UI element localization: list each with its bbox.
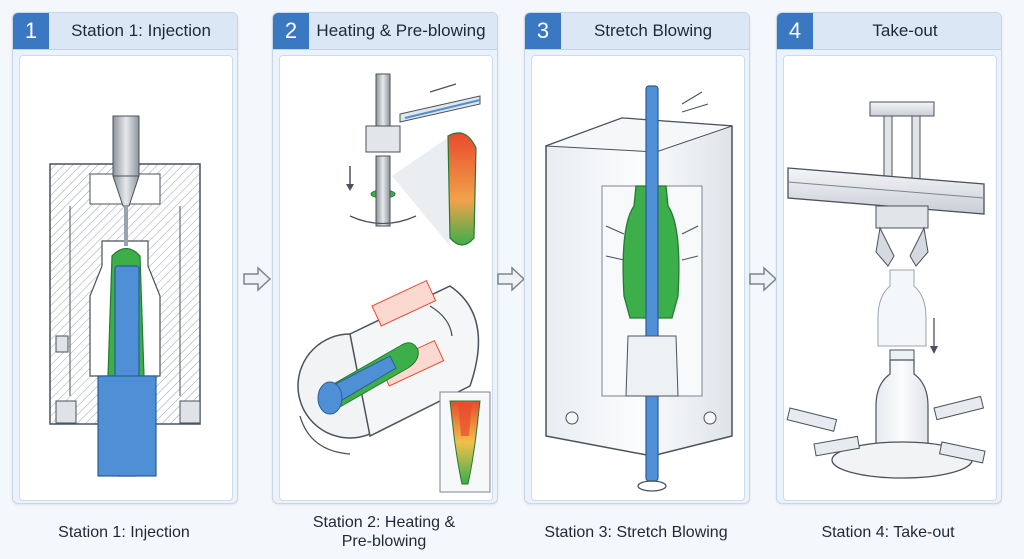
- turntable-arm-1: [786, 407, 838, 432]
- station-2-caption: Station 2: Heating & Pre-blowing: [312, 514, 456, 550]
- injection-illustration: [19, 55, 233, 501]
- station-1-caption: Station 1: Injection: [58, 523, 190, 541]
- mold-top-face: [545, 117, 733, 153]
- gripper-right: [909, 226, 929, 267]
- turntable-arm-2: [933, 395, 985, 421]
- station-3-caption: Station 3: Stretch Blowing: [544, 523, 728, 541]
- station-4-header: 4 Take-out: [777, 13, 1001, 50]
- nozzle-tip: [112, 175, 140, 207]
- take-out-illustration: [783, 55, 997, 501]
- stretch-blowing-illustration: [531, 55, 745, 501]
- station-2-title: Heating & Pre-blowing: [316, 21, 486, 40]
- air-inlet-arrow-icon: [429, 83, 457, 93]
- station-1-panel: 1 Station 1: Injection: [12, 12, 238, 504]
- mold-foot-right: [179, 400, 201, 424]
- stretched-preform-zoom: [449, 400, 481, 485]
- station-4-title: Take-out: [872, 21, 938, 40]
- turntable-arm-3: [813, 435, 860, 457]
- gripper-left: [875, 226, 895, 267]
- transfer-rod: [375, 73, 391, 135]
- station-4-panel: 4 Take-out: [776, 12, 1002, 504]
- heated-preform-zoom: [447, 132, 477, 246]
- linear-rail: [787, 167, 985, 215]
- heating-diagram: [297, 73, 491, 493]
- station-3-panel: 3 Stretch Blowing: [524, 12, 750, 504]
- station-4-caption: Station 4: Take-out: [821, 523, 955, 541]
- take-out-diagram: [786, 101, 986, 479]
- blow-pin: [375, 155, 391, 227]
- mold-insert-left: [55, 335, 69, 353]
- stretch-blow-mold-diagram: [545, 85, 733, 492]
- rod-clamp: [365, 125, 401, 153]
- bottle-cap: [889, 349, 915, 361]
- air-inlet-arrow-icon: [605, 91, 709, 261]
- heater-top: [371, 279, 437, 327]
- base-mold: [625, 335, 679, 397]
- station-2-header: 2 Heating & Pre-blowing: [273, 13, 497, 50]
- station-4-number-badge: 4: [777, 13, 813, 49]
- stretch-rod: [645, 85, 659, 482]
- station-1-header: 1 Station 1: Injection: [13, 13, 237, 50]
- station-2-number-badge: 2: [273, 13, 309, 49]
- injection-nozzle: [112, 115, 140, 177]
- turntable-arm-4: [938, 441, 986, 464]
- rotation-arrow-icon: [637, 480, 667, 492]
- gantry-top: [869, 101, 935, 117]
- injection-mold-diagram: [49, 115, 201, 477]
- rotation-arrow-icon: [349, 215, 417, 225]
- station-2-panel: 2 Heating & Pre-blowing: [272, 12, 498, 504]
- station-3-number-badge: 3: [525, 13, 561, 49]
- flow-arrow-icon: [497, 266, 526, 292]
- mold-foot-left: [55, 400, 77, 424]
- station-1-number-badge: 1: [13, 13, 49, 49]
- carriage: [875, 205, 929, 229]
- station-3-title: Stretch Blowing: [593, 21, 713, 40]
- core-base: [97, 375, 157, 477]
- heating-illustration: [279, 55, 493, 501]
- flow-arrow-icon: [243, 266, 272, 292]
- station-1-title: Station 1: Injection: [71, 21, 211, 40]
- flow-arrow-icon: [749, 266, 778, 292]
- gripped-bottle: [877, 269, 927, 347]
- station-3-header: 3 Stretch Blowing: [525, 13, 749, 50]
